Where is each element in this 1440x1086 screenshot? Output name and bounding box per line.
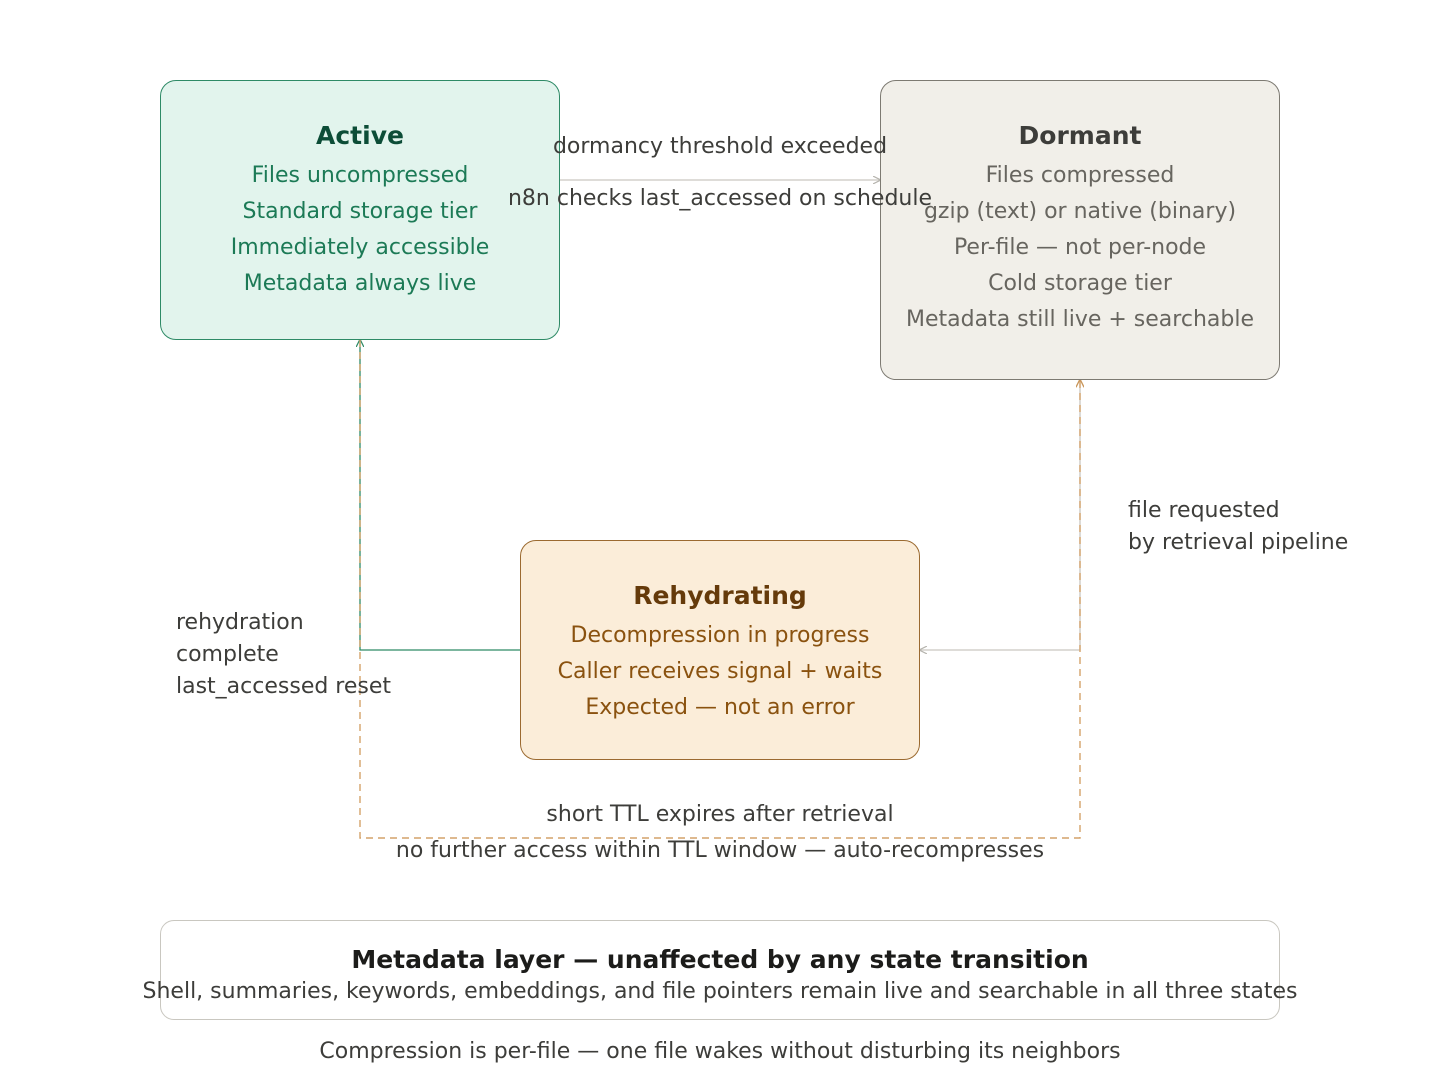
state-rehydrating-title: Rehydrating	[633, 581, 807, 610]
state-dormant-line: Metadata still live + searchable	[906, 307, 1254, 332]
arrow-dormant-to-rehydrating	[920, 380, 1081, 650]
state-rehydrating-line: Decompression in progress	[570, 623, 870, 648]
state-active-line: Metadata always live	[243, 271, 477, 296]
edge-label-file-requested: file requested	[1128, 498, 1280, 523]
state-dormant-line: gzip (text) or native (binary)	[923, 199, 1237, 224]
state-dormant-line: Cold storage tier	[988, 271, 1172, 296]
metadata-layer-description: Shell, summaries, keywords, embeddings, …	[142, 979, 1298, 1004]
state-dormant-title: Dormant	[1018, 121, 1142, 150]
state-rehydrating-line: Expected — not an error	[585, 695, 855, 720]
state-active-title: Active	[316, 121, 404, 150]
arrow-rehydrating-to-active	[360, 340, 520, 651]
state-dormant-line: Files compressed	[985, 163, 1175, 188]
state-dormant-line: Per-file — not per-node	[953, 235, 1207, 260]
metadata-layer-title: Metadata layer — unaffected by any state…	[351, 945, 1089, 974]
edge-label-ttl-expires: short TTL expires after retrieval	[546, 802, 894, 827]
state-rehydrating-line: Caller receives signal + waits	[557, 659, 883, 684]
state-active-line: Files uncompressed	[251, 163, 469, 188]
footer-note: Compression is per-file — one file wakes…	[319, 1039, 1121, 1064]
state-rehydrating: Rehydrating Decompression in progress Ca…	[520, 540, 920, 760]
edge-label-dormancy-threshold: dormancy threshold exceeded	[552, 134, 888, 159]
edge-label-last-accessed-reset: last_accessed reset	[176, 674, 392, 699]
state-active: Active Files uncompressed Standard stora…	[160, 80, 560, 340]
edge-label-complete: complete	[176, 642, 279, 667]
arrow-ttl-recompress	[359, 340, 1080, 839]
state-active-line: Standard storage tier	[242, 199, 478, 224]
edge-label-n8n-schedule: n8n checks last_accessed on schedule	[507, 186, 933, 211]
edge-label-rehydration: rehydration	[176, 610, 304, 635]
metadata-layer-box	[160, 920, 1280, 1020]
state-active-line: Immediately accessible	[230, 235, 490, 260]
edge-label-retrieval-pipeline: by retrieval pipeline	[1128, 530, 1349, 555]
state-dormant: Dormant Files compressed gzip (text) or …	[880, 80, 1280, 380]
edge-label-auto-recompress: no further access within TTL window — au…	[395, 838, 1045, 863]
